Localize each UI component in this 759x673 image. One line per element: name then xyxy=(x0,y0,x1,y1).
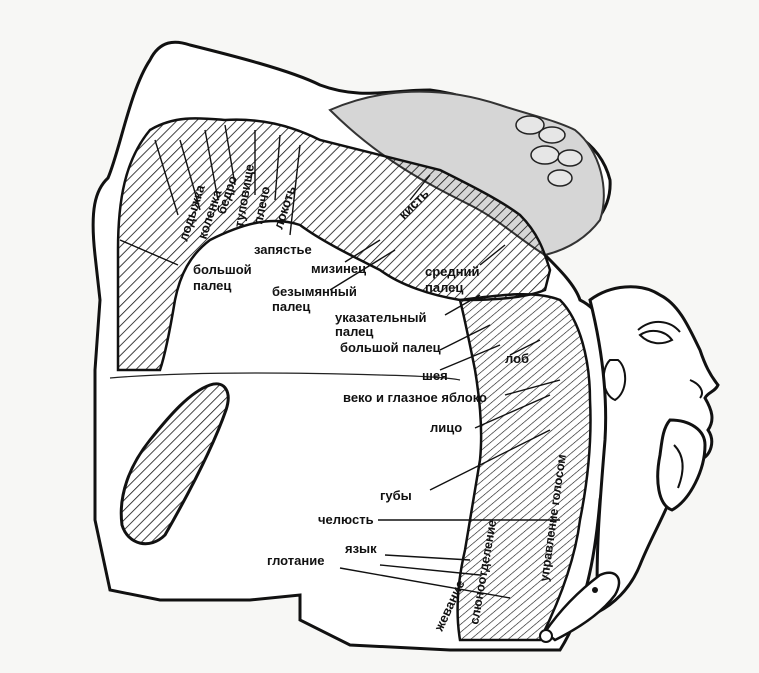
label-ukazatelny-1: указательный xyxy=(335,310,426,325)
label-yazyk: язык xyxy=(345,541,377,556)
label-bezymyanny-2: палец xyxy=(272,299,310,314)
label-veko: веко и глазное яблоко xyxy=(343,390,487,405)
label-glotanie: глотание xyxy=(267,553,324,568)
face-profile-icon xyxy=(590,287,718,612)
label-sheya: шея xyxy=(422,368,448,383)
label-guby: губы xyxy=(380,488,412,503)
label-zapyastye: запястье xyxy=(254,242,312,257)
label-lob: лоб xyxy=(505,351,529,366)
label-chelyust: челюсть xyxy=(318,512,374,527)
label-bezymyanny-1: безымянный xyxy=(272,284,357,299)
label-sredniy-2: палец xyxy=(425,280,463,295)
label-bolshoy-2: палец xyxy=(193,278,231,293)
label-ukazatelny-2: палец xyxy=(335,324,373,339)
label-lico: лицо xyxy=(430,420,462,435)
label-bolshoy-palec-hand: большой палец xyxy=(340,340,441,355)
label-mizinec: мизинец xyxy=(311,261,366,276)
label-sredniy-1: средний xyxy=(425,264,480,279)
label-bolshoy-1: большой xyxy=(193,262,252,277)
